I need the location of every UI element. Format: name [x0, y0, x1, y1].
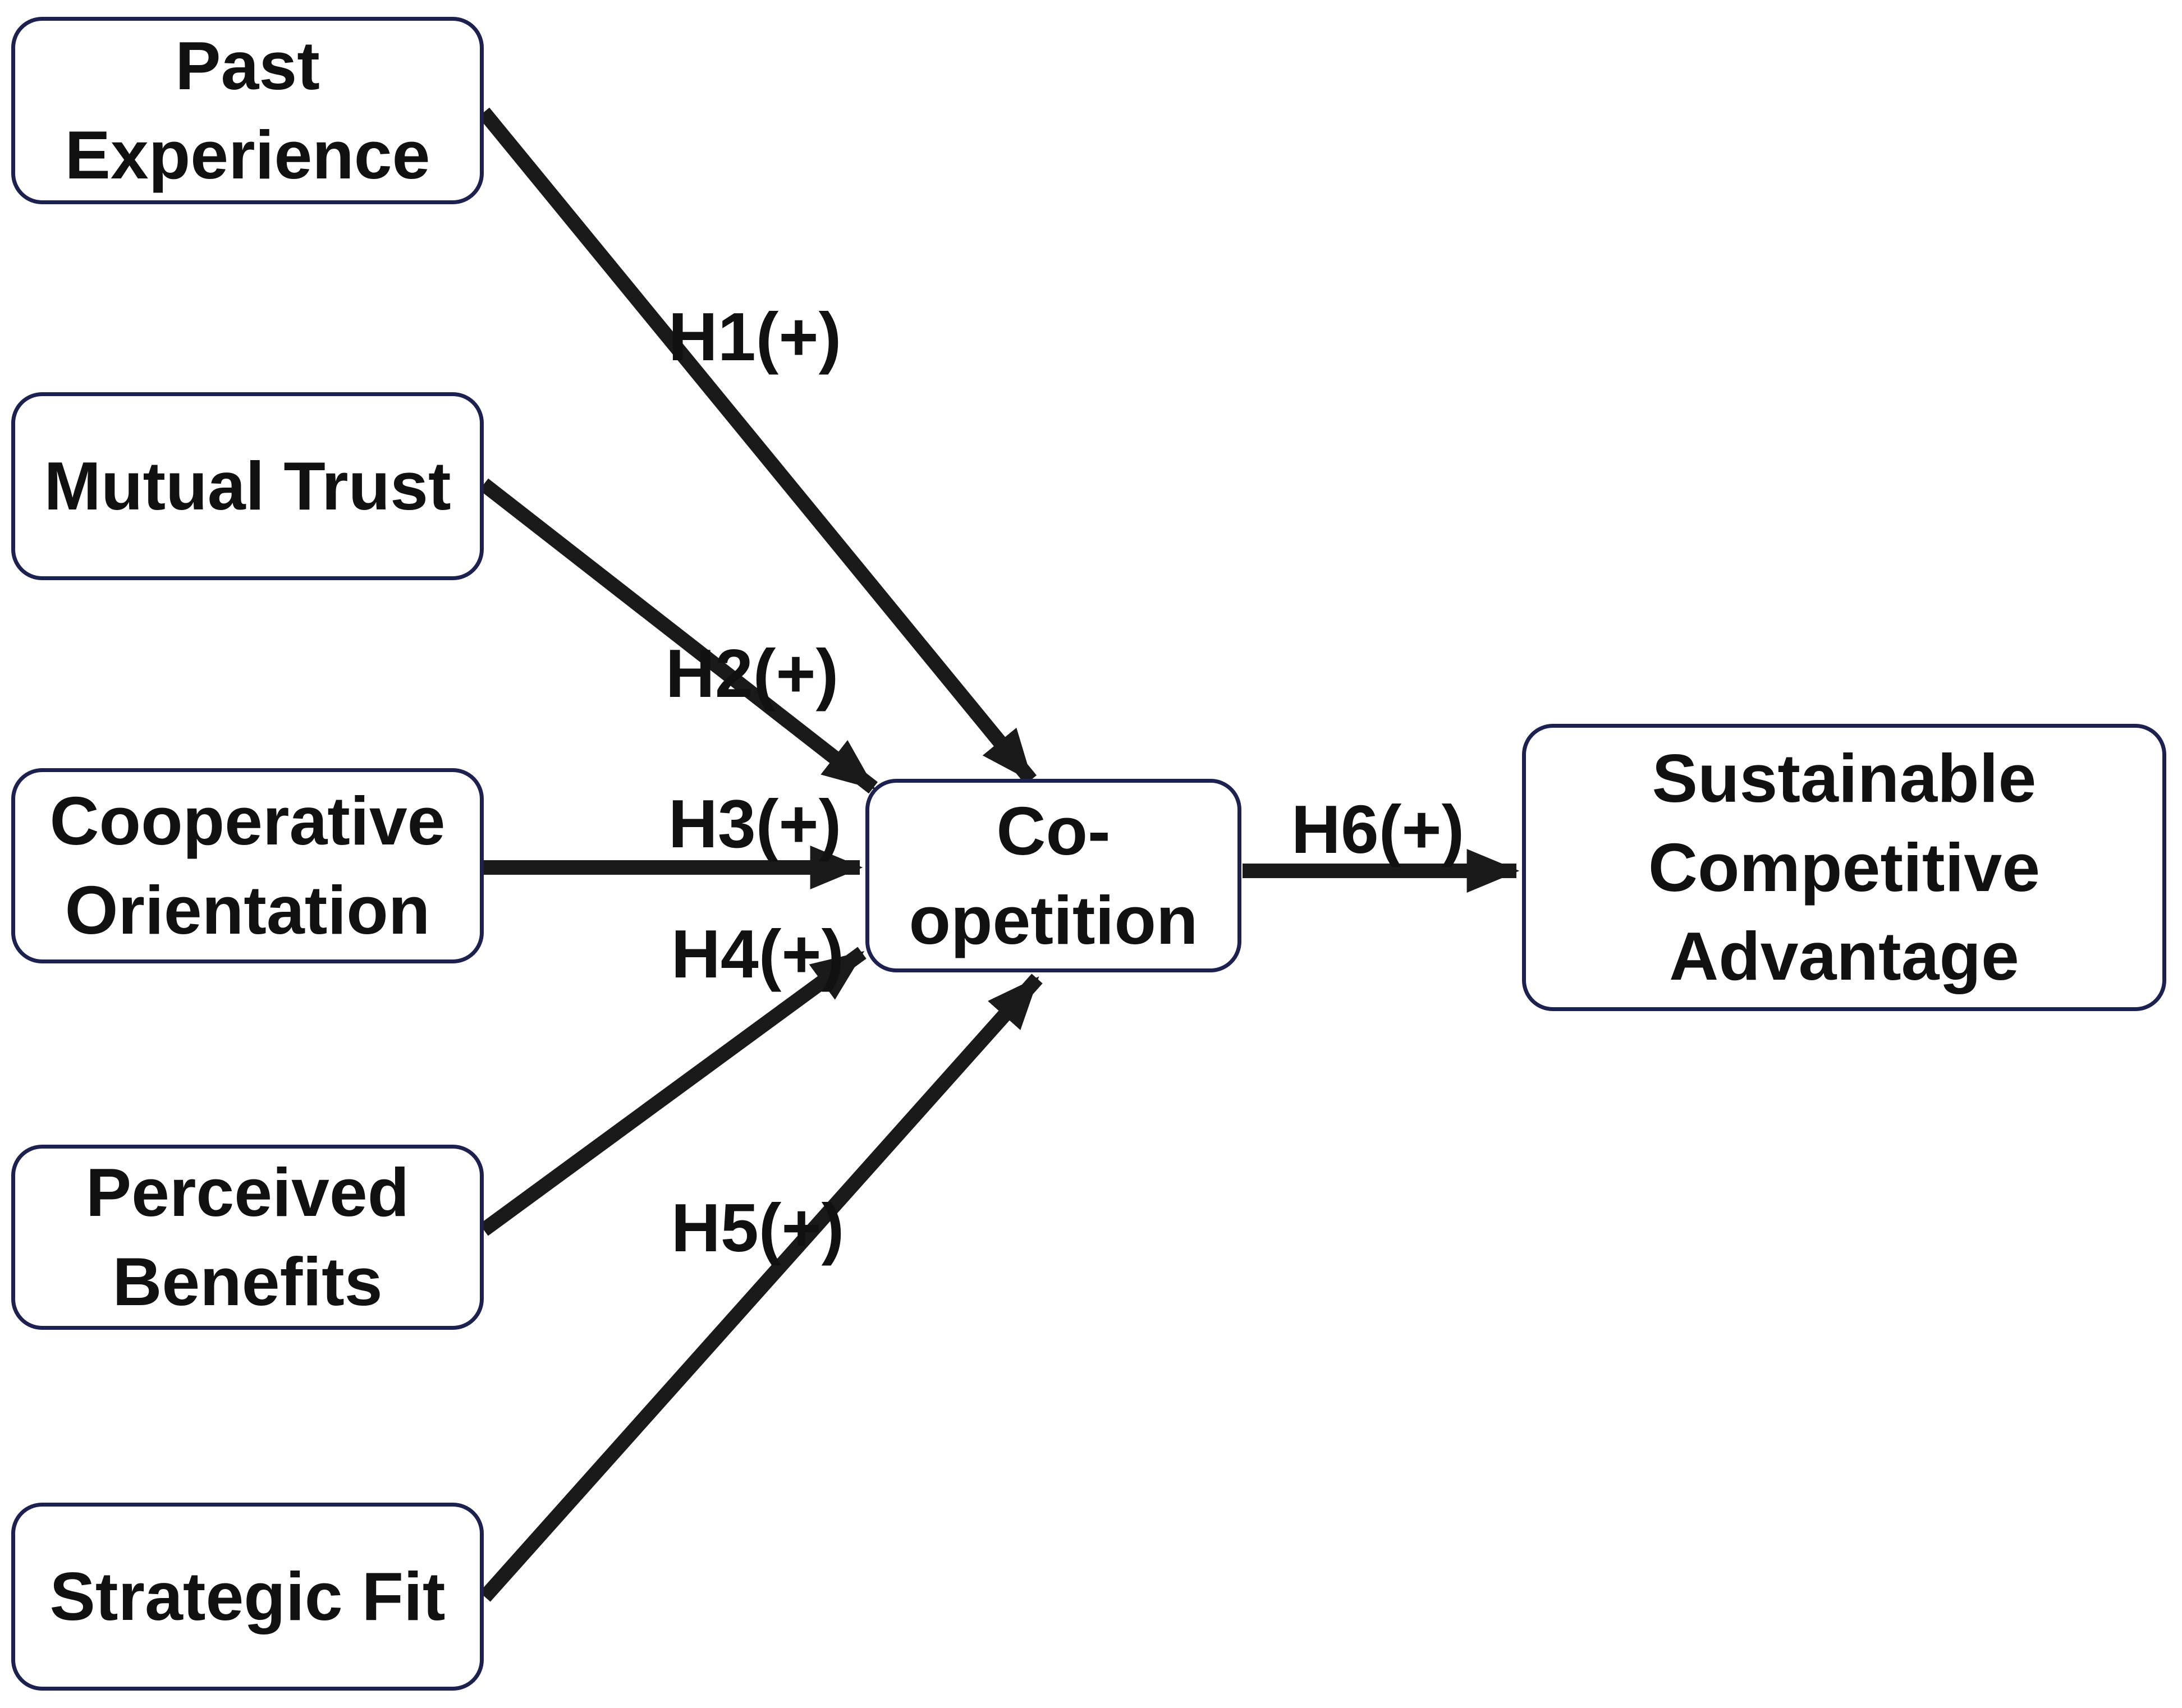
hypothesis-label-h6: H6(+): [1291, 791, 1465, 867]
arrow-h4: [479, 947, 867, 1236]
node-perceived-benefits-label: Perceived Benefits: [85, 1154, 410, 1320]
node-sustainable-competitive-advantage: Sustainable Competitive Advantage: [1522, 724, 2166, 1011]
node-past-experience-label: Past Experience: [65, 27, 430, 193]
hypothesis-label-h3: H3(+): [668, 786, 842, 862]
hypothesis-label-h4: H4(+): [671, 916, 845, 992]
node-sustainable-competitive-advantage-label: Sustainable Competitive Advantage: [1648, 740, 2041, 995]
hypothesis-label-h2: H2(+): [665, 635, 839, 711]
node-past-experience: Past Experience: [11, 17, 484, 204]
node-coopetition-label: Co-opetition: [909, 792, 1198, 958]
node-coopetition: Co-opetition: [865, 779, 1241, 972]
node-strategic-fit: Strategic Fit: [11, 1503, 484, 1691]
hypothesis-label-h5: H5(+): [671, 1190, 845, 1266]
arrow-h5: [479, 974, 1043, 1602]
node-mutual-trust: Mutual Trust: [11, 392, 484, 580]
node-perceived-benefits: Perceived Benefits: [11, 1145, 484, 1330]
hypothesis-label-h1: H1(+): [668, 299, 842, 375]
node-cooperative-orientation: Cooperative Orientation: [11, 768, 484, 963]
node-cooperative-orientation-label: Cooperative Orientation: [49, 783, 446, 948]
node-strategic-fit-label: Strategic Fit: [49, 1558, 446, 1635]
node-mutual-trust-label: Mutual Trust: [44, 448, 451, 525]
